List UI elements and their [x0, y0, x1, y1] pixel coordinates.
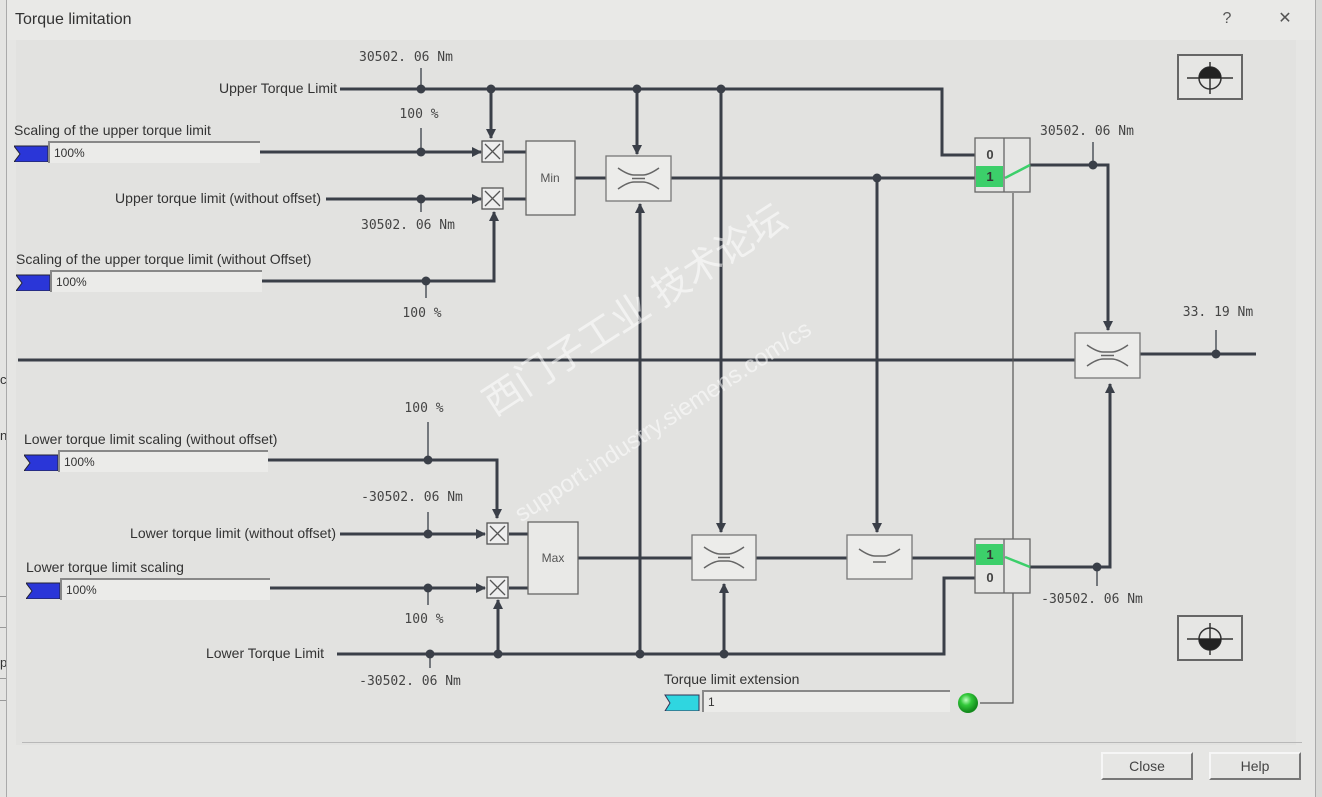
- value-upper-switch-output: 30502. 06 Nm: [1040, 124, 1134, 139]
- label-torque-limit-extension: Torque limit extension: [664, 671, 800, 687]
- label-scaling-lower: Lower torque limit scaling: [26, 559, 184, 575]
- switch-active-indicator: [976, 166, 1003, 187]
- label-scaling-lower-without-offset: Lower torque limit scaling (without offs…: [24, 431, 278, 447]
- svg-text:Max: Max: [542, 551, 565, 565]
- limiter-block-lower-min: [846, 534, 913, 580]
- min-block: Min: [525, 140, 576, 216]
- label-lower-without-offset: Lower torque limit (without offset): [130, 525, 336, 541]
- value-lower-torque-limit: -30502. 06 Nm: [359, 674, 461, 689]
- wire-switch-upper-out: [1030, 163, 1113, 331]
- label-lower-torque-limit: Lower Torque Limit: [206, 645, 324, 661]
- upper-half-target-icon: [1187, 62, 1233, 94]
- navigate-lower-button[interactable]: [1177, 615, 1243, 661]
- multiplier-block: [486, 576, 509, 599]
- wire-scaling-upper-without-offset: [262, 211, 499, 283]
- svg-text:1: 1: [986, 169, 993, 184]
- navigate-upper-button[interactable]: [1177, 54, 1243, 100]
- value-upper-without-offset: 30502. 06 Nm: [361, 218, 455, 233]
- multiplier-block: [481, 187, 504, 210]
- scaling-lower-without-offset-input[interactable]: [58, 450, 268, 472]
- scaling-upper-input[interactable]: [48, 141, 260, 163]
- help-button[interactable]: Help: [1209, 752, 1301, 780]
- cyan-flag-icon: [664, 694, 700, 711]
- torque-limit-extension-input[interactable]: [702, 690, 950, 712]
- dialog-title: Torque limitation: [15, 11, 132, 28]
- wire-scaling-lower-without-offset: [268, 458, 502, 519]
- scaling-lower-input[interactable]: [60, 578, 270, 600]
- value-output-torque: 33. 19 Nm: [1183, 305, 1254, 320]
- label-upper-torque-limit: Upper Torque Limit: [219, 80, 337, 96]
- wire-switch-lower-out: [1030, 383, 1115, 569]
- svg-text:0: 0: [986, 147, 993, 162]
- footer-divider: [22, 742, 1302, 743]
- blue-flag-icon: [14, 145, 48, 162]
- value-lower-switch-output: -30502. 06 Nm: [1041, 592, 1143, 607]
- lower-half-target-icon: [1187, 623, 1233, 655]
- scaling-upper-without-offset-input[interactable]: [50, 270, 262, 292]
- max-block: Max: [527, 521, 579, 595]
- help-icon[interactable]: ?: [1222, 10, 1232, 27]
- wire-upper-torque-limit: [340, 87, 975, 157]
- value-scaling-lower-without-offset: 100 %: [404, 401, 443, 416]
- svg-text:0: 0: [986, 570, 993, 585]
- upper-switch: 0 1: [974, 137, 1031, 193]
- title-bar: Torque limitation ? ✕: [7, 0, 1315, 40]
- close-icon[interactable]: ✕: [1278, 10, 1292, 27]
- value-upper-torque-limit: 30502. 06 Nm: [359, 50, 453, 65]
- torque-limit-extension-led: [958, 693, 978, 713]
- svg-text:Min: Min: [540, 171, 559, 185]
- multiplier-block: [486, 522, 509, 545]
- value-scaling-lower: 100 %: [404, 612, 443, 627]
- limiter-block-upper: [605, 155, 672, 202]
- switch-active-indicator: [976, 544, 1003, 565]
- limiter-block-output: [1074, 332, 1141, 379]
- multiplier-block: [481, 140, 504, 163]
- multiplier-blocks: [481, 140, 509, 599]
- blue-flag-icon: [24, 454, 58, 471]
- close-button[interactable]: Close: [1101, 752, 1193, 780]
- svg-text:1: 1: [986, 547, 993, 562]
- wire-extension-control: [980, 193, 1014, 704]
- blue-flag-icon: [26, 582, 60, 599]
- label-scaling-upper: Scaling of the upper torque limit: [14, 122, 211, 138]
- background-text: c: [0, 372, 7, 387]
- blue-flag-icon: [16, 274, 50, 291]
- label-scaling-upper-without-offset: Scaling of the upper torque limit (witho…: [16, 251, 312, 267]
- junction-dots: [416, 84, 1221, 659]
- lower-switch: 1 0: [974, 538, 1031, 594]
- limiter-block-lower: [691, 534, 757, 581]
- value-scaling-upper: 100 %: [399, 107, 438, 122]
- value-lower-without-offset: -30502. 06 Nm: [361, 490, 463, 505]
- value-scaling-upper-without-offset: 100 %: [402, 306, 441, 321]
- label-upper-without-offset: Upper torque limit (without offset): [115, 190, 321, 206]
